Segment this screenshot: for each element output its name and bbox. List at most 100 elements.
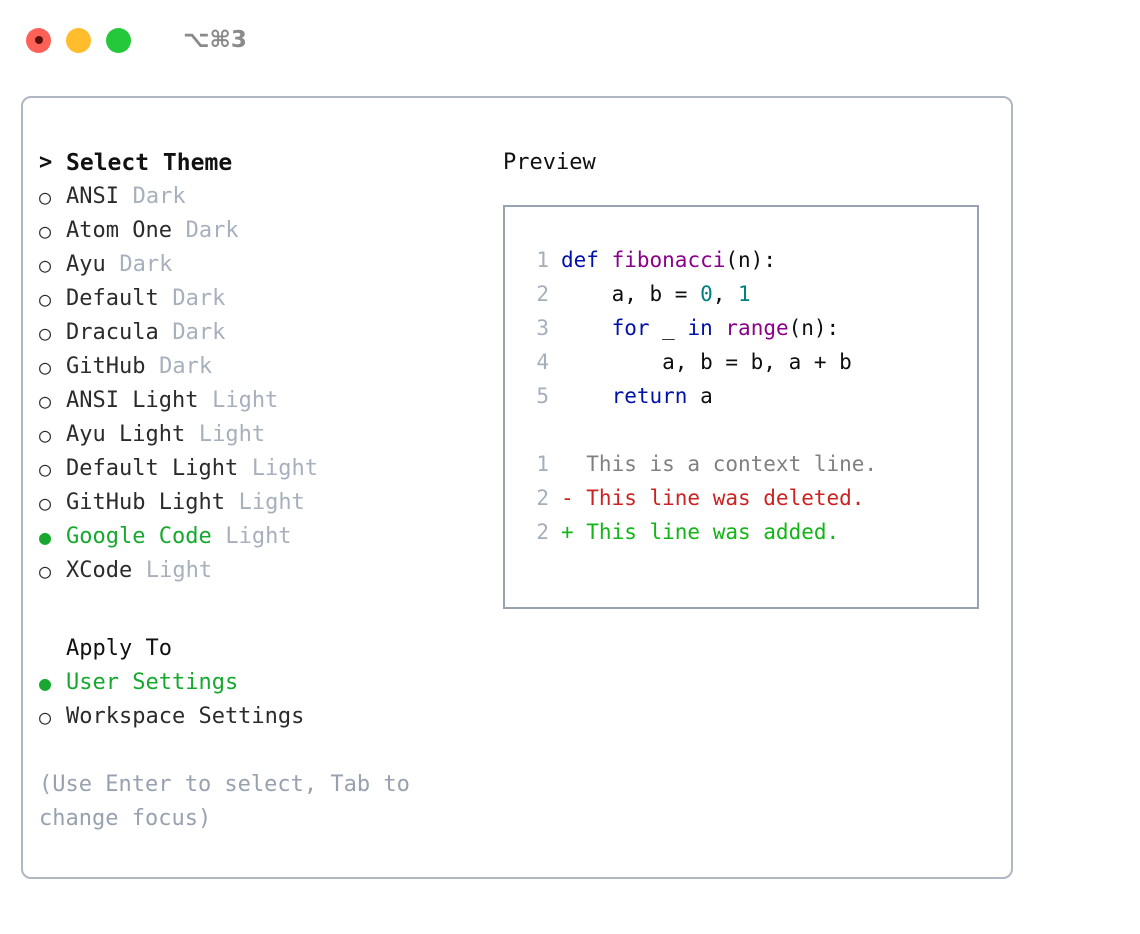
code-text: return a <box>561 379 713 413</box>
theme-name: GitHub Light <box>66 490 225 515</box>
line-number: 2 <box>536 520 549 544</box>
radio-unselected-icon: ○ <box>39 491 52 515</box>
code-token: (n): <box>788 316 840 340</box>
close-button[interactable] <box>26 27 51 53</box>
line-number: 1 <box>536 452 549 476</box>
apply-to-option-label: User Settings <box>66 670 239 695</box>
theme-name: Ayu Light <box>66 422 186 447</box>
theme-list-item[interactable]: ○ Dracula Dark <box>39 316 503 350</box>
code-text: a, b = b, a + b <box>561 345 852 379</box>
spacer <box>39 588 503 632</box>
titlebar: ⌥⌘3 <box>0 0 1140 80</box>
code-token: for <box>611 316 650 340</box>
radio-unselected-icon: ○ <box>39 389 52 413</box>
theme-list-item[interactable]: ○ Ayu Dark <box>39 248 503 282</box>
apply-to-option[interactable]: ● User Settings <box>39 666 503 700</box>
diff-line: 1 This is a context line. <box>519 447 977 481</box>
code-token: 1 <box>738 282 751 306</box>
theme-variant-badge: Dark <box>172 286 226 311</box>
code-token: range <box>725 316 789 340</box>
theme-list-item[interactable]: ○ XCode Light <box>39 554 503 588</box>
code-token: in <box>687 316 713 340</box>
theme-name: XCode <box>66 558 133 583</box>
code-token: , <box>712 282 739 306</box>
theme-variant-badge: Dark <box>132 184 186 209</box>
radio-unselected-icon: ○ <box>39 287 52 311</box>
spacer <box>519 413 977 447</box>
code-line: 5 return a <box>519 379 977 413</box>
code-token: (n): <box>725 248 776 272</box>
code-token <box>561 384 612 408</box>
maximize-button[interactable] <box>106 27 131 53</box>
line-number: 2 <box>536 282 549 306</box>
window-controls <box>26 27 131 53</box>
radio-unselected-icon: ○ <box>39 321 52 345</box>
page-title: Select Theme <box>66 150 233 176</box>
caret-icon: > <box>39 150 53 175</box>
radio-unselected-icon: ○ <box>39 355 52 379</box>
apply-to-option[interactable]: ○Workspace Settings <box>39 700 503 734</box>
radio-selected-icon: ● <box>39 671 52 695</box>
theme-list-item[interactable]: ○ Atom One Dark <box>39 214 503 248</box>
radio-unselected-icon: ○ <box>39 423 52 447</box>
keyboard-shortcut-label: ⌥⌘3 <box>183 27 247 53</box>
preview-title: Preview <box>503 150 596 175</box>
theme-name: ANSI Light <box>66 388 199 413</box>
diff-text: This is a context line. <box>561 452 878 476</box>
line-number: 2 <box>536 486 549 510</box>
theme-variant-badge: Dark <box>172 320 226 345</box>
code-token: 0 <box>700 282 713 306</box>
theme-variant-badge: Light <box>198 422 266 447</box>
code-token <box>599 248 612 272</box>
theme-name: ANSI <box>66 184 119 209</box>
radio-unselected-icon: ○ <box>39 559 52 583</box>
keyboard-hint: (Use Enter to select, Tab to change focu… <box>39 772 410 831</box>
radio-unselected-icon: ○ <box>39 253 52 277</box>
theme-list-item[interactable]: ○ Default Dark <box>39 282 503 316</box>
code-token <box>561 316 612 340</box>
diff-text: + This line was added. <box>561 520 840 544</box>
code-text: def fibonacci(n): <box>561 243 776 277</box>
code-line: 2 a, b = 0, 1 <box>519 277 977 311</box>
theme-variant-badge: Light <box>225 524 292 549</box>
theme-name: GitHub <box>66 354 146 379</box>
code-line: 3 for _ in range(n): <box>519 311 977 345</box>
theme-variant-badge: Light <box>251 456 319 481</box>
theme-variant-badge: Dark <box>185 218 239 243</box>
line-number: 4 <box>536 350 549 374</box>
radio-unselected-icon: ○ <box>39 705 52 729</box>
theme-name: Dracula <box>66 320 159 345</box>
code-text: a, b = 0, 1 <box>561 277 751 311</box>
theme-variant-badge: Light <box>145 558 213 583</box>
code-text: for _ in range(n): <box>561 311 840 345</box>
theme-name: Default Light <box>66 456 239 481</box>
apply-to-heading: Apply To <box>39 632 503 666</box>
theme-name: Ayu <box>66 252 106 277</box>
theme-variant-badge: Dark <box>119 252 173 277</box>
diff-line: 2 - This line was deleted. <box>519 481 977 515</box>
theme-list-item[interactable]: ○ Ayu Light Light <box>39 418 503 452</box>
radio-selected-icon: ● <box>39 525 52 549</box>
select-theme-heading: > Select Theme <box>39 146 503 180</box>
theme-list-item[interactable]: ● Google Code Light <box>39 520 503 554</box>
theme-name: Google Code <box>66 524 212 549</box>
theme-variant-badge: Dark <box>159 354 213 379</box>
theme-name: Default <box>66 286 159 311</box>
diff-text: - This line was deleted. <box>561 486 865 510</box>
radio-unselected-icon: ○ <box>39 219 52 243</box>
code-token: def <box>561 248 599 272</box>
theme-name: Atom One <box>66 218 172 243</box>
spacer <box>39 734 503 760</box>
theme-list-item[interactable]: ○ GitHub Dark <box>39 350 503 384</box>
minimize-button[interactable] <box>66 27 91 53</box>
